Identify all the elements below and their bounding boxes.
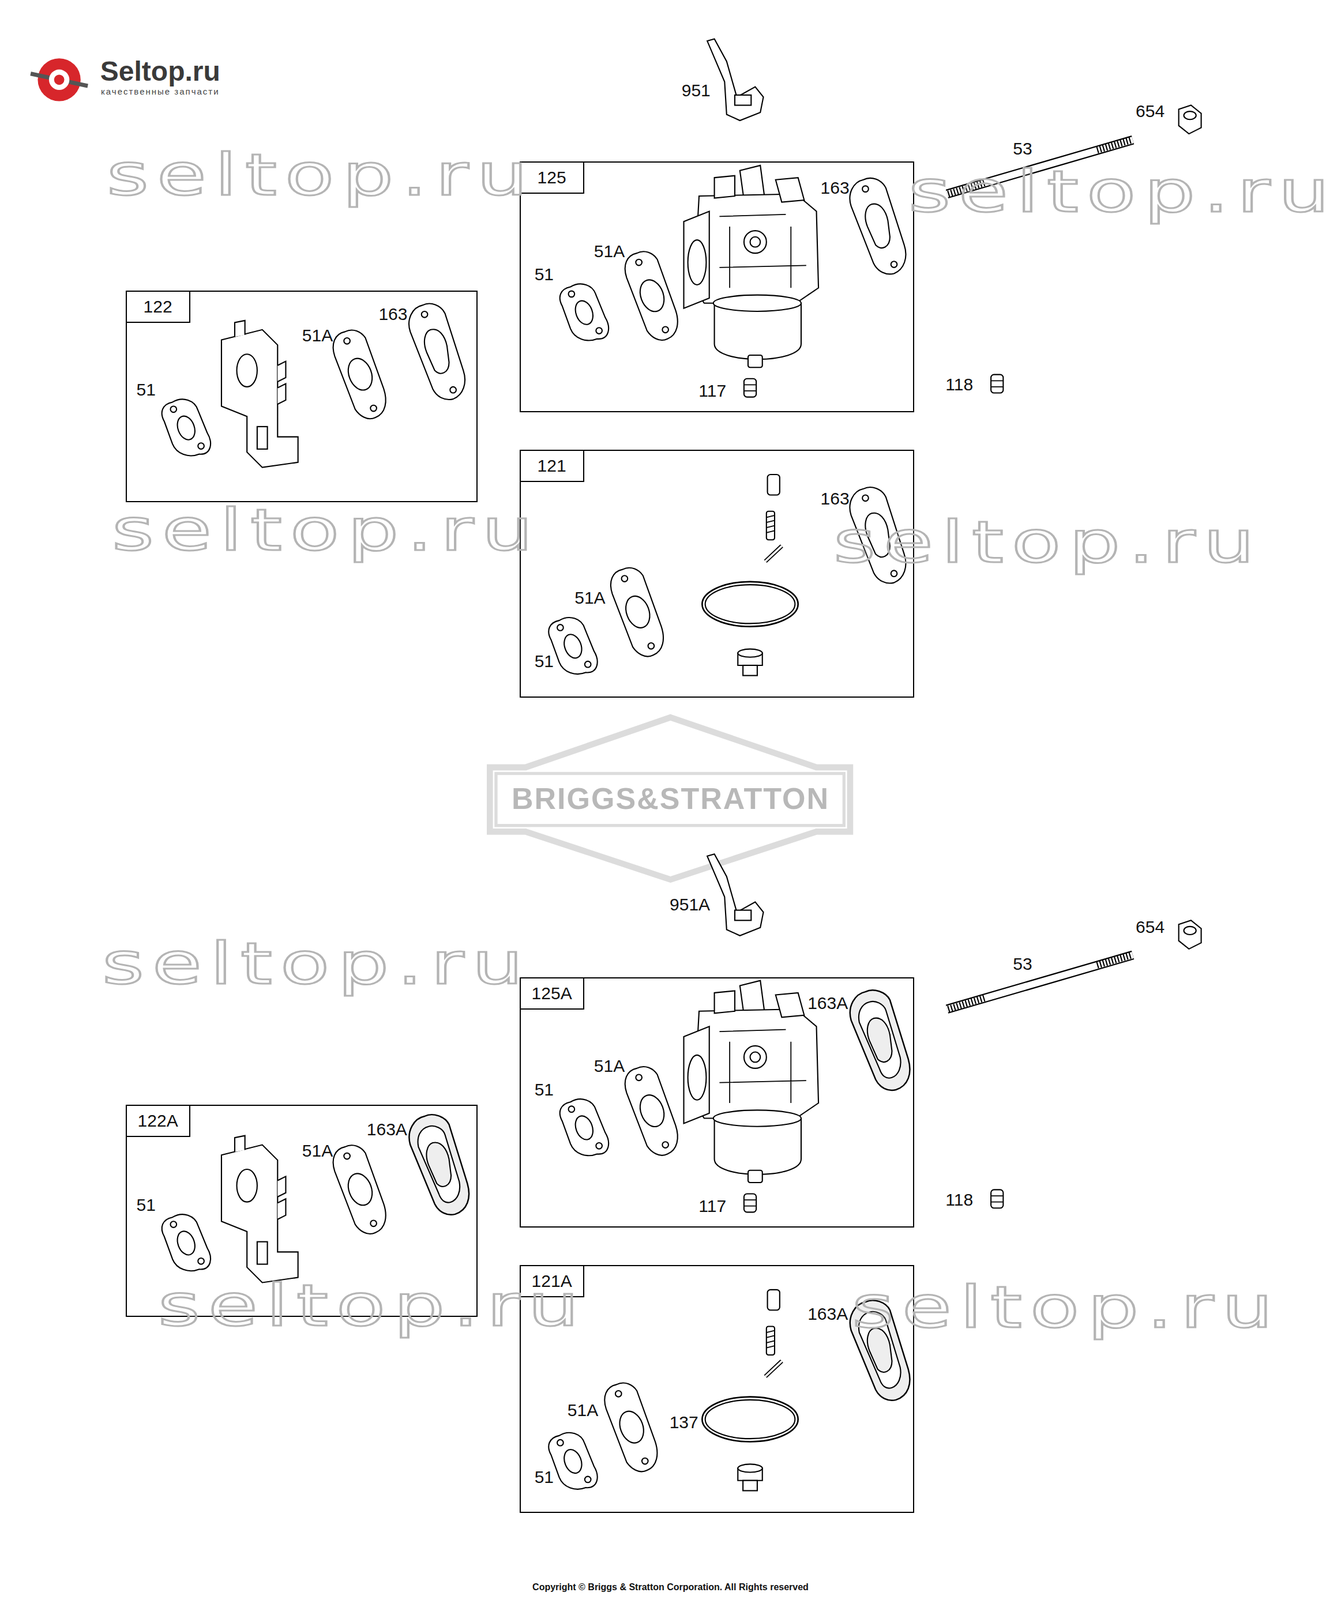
callout-number: 951 — [681, 80, 711, 101]
callout-number: 53 — [1012, 138, 1032, 160]
top-assembly-part — [610, 568, 664, 657]
assembly-number: 125 — [520, 162, 585, 194]
callout-number: 118 — [945, 1189, 974, 1211]
callout-number: 53 — [1012, 953, 1032, 975]
top-assembly-part — [408, 303, 465, 400]
bottom-assembly-part — [850, 1300, 911, 1401]
copyright-note: Copyright © Briggs & Stratton Corporatio… — [532, 1582, 809, 1594]
callout-number: 51A — [567, 1400, 599, 1422]
bottom-assembly-part — [221, 1136, 299, 1284]
logo-emblem-part — [49, 69, 70, 90]
brand-logo-part — [496, 773, 844, 826]
logo-emblem — [30, 58, 88, 101]
bottom-assembly-part — [408, 1114, 469, 1216]
watermark: seltop.ru — [158, 1274, 588, 1339]
top-assembly-part — [849, 487, 906, 584]
logo-emblem-part — [54, 74, 65, 85]
callout-number: 51A — [594, 1056, 625, 1077]
watermark: seltop.ru — [101, 932, 531, 997]
callout-number: 137 — [669, 1412, 699, 1434]
bottom-assembly-part — [604, 1383, 657, 1473]
top-assembly-part — [707, 39, 764, 122]
assembly-box: 122A 163A 51A 51 — [125, 1105, 478, 1318]
watermark: seltop.ru — [106, 143, 536, 208]
callout-number: 117 — [698, 1196, 727, 1217]
callout-number: 51A — [574, 587, 606, 609]
brand-logo-part — [489, 717, 851, 880]
top-assembly-part — [560, 284, 609, 341]
callout-number: 163A — [807, 1304, 848, 1325]
top-assembly-part — [849, 178, 906, 274]
bottom-assembly-part — [1178, 920, 1202, 950]
assembly-number: 122 — [126, 291, 191, 323]
brand-logo — [489, 717, 851, 880]
callout-number: 51A — [302, 1140, 333, 1162]
callout-number: 51A — [594, 241, 625, 262]
logo-emblem-part — [30, 73, 88, 86]
site-logo-text: Seltop.ru — [100, 55, 221, 88]
callout-number: 163A — [807, 993, 848, 1014]
callout-number: 654 — [1135, 917, 1165, 938]
bottom-assembly-part — [947, 955, 1133, 1010]
assembly-box: 125 163 51A 51 117 — [519, 161, 915, 413]
bottom-assembly-part — [162, 1214, 211, 1272]
top-assembly-part — [990, 374, 1004, 394]
top-assembly-part — [744, 378, 757, 398]
top-assembly-part — [701, 474, 798, 676]
top-assembly-part — [684, 165, 820, 368]
bottom-assembly-part — [744, 1193, 757, 1213]
watermark: seltop.ru — [111, 498, 542, 563]
watermark: seltop.ru — [833, 511, 1263, 575]
assembly-number: 121 — [520, 451, 585, 483]
bottom-assembly-part — [990, 1189, 1004, 1209]
callout-number: 51 — [534, 1467, 554, 1489]
callout-number: 51 — [534, 651, 554, 672]
callout-number: 51 — [136, 379, 156, 401]
callout-number: 51A — [302, 325, 333, 347]
bottom-assembly-part — [684, 981, 820, 1183]
callout-number: 951A — [669, 894, 711, 916]
watermark: seltop.ru — [908, 160, 1338, 224]
bottom-assembly-part — [625, 1067, 678, 1156]
callout-number: 163 — [820, 488, 850, 510]
bottom-assembly — [162, 854, 1202, 1491]
callout-number: 117 — [698, 380, 727, 402]
callout-number: 163 — [378, 303, 408, 325]
top-assembly-part — [162, 399, 211, 456]
callout-number: 654 — [1135, 100, 1165, 122]
watermark: seltop.ru — [851, 1276, 1282, 1340]
assembly-number: 122A — [126, 1106, 191, 1138]
bottom-assembly-part — [701, 1290, 798, 1492]
top-assembly-part — [221, 320, 299, 468]
callout-number: 51 — [136, 1195, 156, 1216]
callout-number: 163 — [820, 177, 850, 199]
top-assembly-part — [947, 140, 1133, 195]
top-assembly-part — [333, 329, 386, 419]
bottom-assembly-part — [548, 1433, 597, 1490]
callout-number: 51 — [534, 264, 554, 285]
assembly-box: 121 163 51A 51 — [519, 449, 915, 698]
top-assembly-part — [548, 617, 597, 675]
top-assembly — [162, 39, 1202, 676]
callout-number: 163A — [366, 1119, 408, 1141]
top-assembly-part — [625, 251, 678, 341]
assembly-box: 122 163 51A 51 — [125, 290, 478, 502]
callout-number: 118 — [945, 374, 974, 396]
top-assembly-part — [1178, 105, 1202, 135]
assembly-number: 121A — [520, 1266, 585, 1298]
bottom-assembly-part — [333, 1145, 386, 1235]
brand-watermark: BRIGGS&STRATTON — [511, 781, 830, 817]
bottom-assembly-part — [560, 1099, 609, 1156]
site-logo-tagline: качественные запчасти — [100, 86, 220, 97]
bottom-assembly-part — [850, 990, 911, 1091]
logo-emblem-part — [37, 58, 81, 101]
callout-number: 51 — [534, 1079, 554, 1101]
assembly-number: 125A — [520, 978, 585, 1010]
assembly-box: 125A 163A 51A 51 117 — [519, 977, 915, 1228]
assembly-box: 121A 163A 51A 137 51 — [519, 1265, 915, 1514]
bottom-assembly-part — [707, 854, 764, 937]
